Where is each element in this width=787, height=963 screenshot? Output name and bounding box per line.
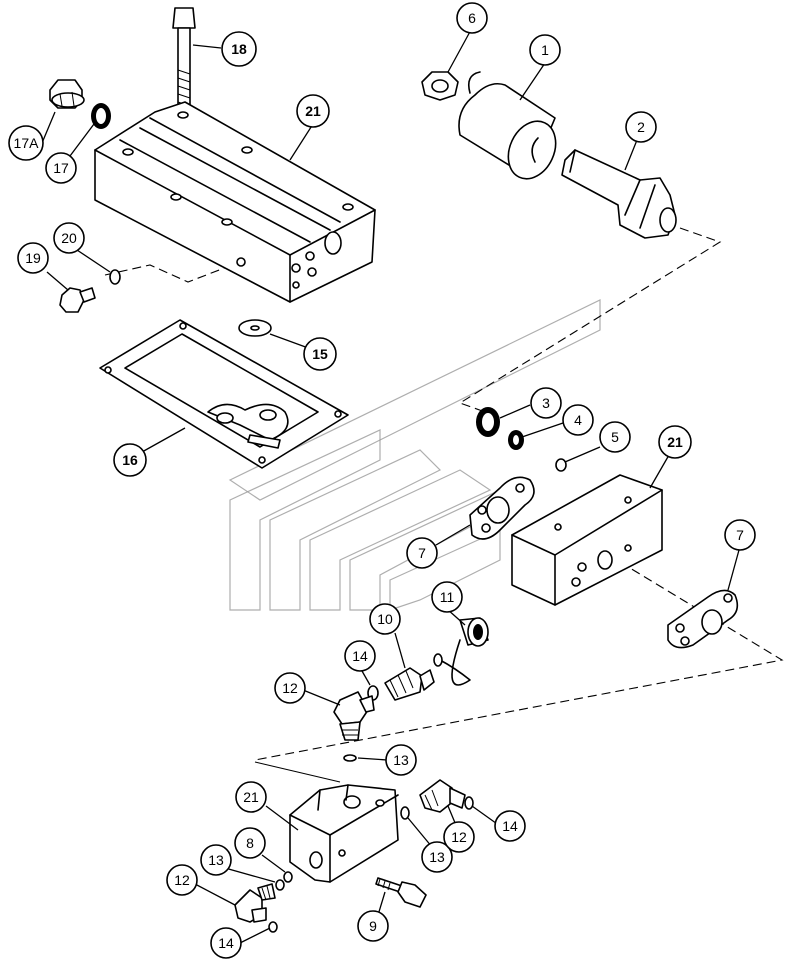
callout-label: 17 (53, 160, 69, 176)
callout-17[interactable]: 17 (45, 152, 77, 184)
o-ring-20 (109, 269, 121, 285)
callout-18[interactable]: 18 (221, 31, 257, 67)
o-ring-13-left (275, 879, 285, 891)
plug-17a (49, 79, 85, 109)
callout-label: 19 (25, 250, 41, 266)
callout-label: 21 (243, 789, 259, 805)
callout-12-right[interactable]: 12 (443, 821, 475, 853)
callout-7-right[interactable]: 7 (724, 519, 756, 551)
seal-ring-17 (91, 103, 111, 129)
callout-label: 13 (208, 852, 224, 868)
callout-label: 4 (574, 412, 582, 428)
valve-block-middle (511, 474, 663, 606)
callout-3[interactable]: 3 (530, 387, 562, 419)
callout-13-top[interactable]: 13 (385, 744, 417, 776)
callout-label: 5 (611, 429, 619, 445)
callout-14-right[interactable]: 14 (494, 810, 526, 842)
callout-label: 21 (305, 103, 321, 119)
valve-block-bottom (289, 784, 399, 883)
assembly-lines (104, 227, 784, 783)
nut-6 (421, 71, 459, 101)
callout-label: 13 (429, 849, 445, 865)
callout-label: 20 (61, 230, 77, 246)
callout-label: 9 (369, 918, 377, 934)
callout-label: 10 (377, 611, 393, 627)
callout-label: 21 (667, 434, 683, 450)
callout-label: 2 (637, 119, 645, 135)
callout-13-left[interactable]: 13 (200, 844, 232, 876)
callout-label: 6 (468, 10, 476, 26)
callout-21-middle[interactable]: 21 (658, 425, 692, 459)
callout-10[interactable]: 10 (369, 603, 401, 635)
bolt-18 (172, 7, 196, 119)
callout-19[interactable]: 19 (17, 242, 49, 274)
gasket-16 (99, 319, 349, 469)
callout-20[interactable]: 20 (53, 222, 85, 254)
o-ring-14-right (464, 796, 474, 810)
callout-label: 7 (736, 527, 744, 543)
washer-15 (238, 319, 272, 337)
callout-14-bottom[interactable]: 14 (210, 927, 242, 959)
callout-label: 14 (352, 648, 368, 664)
callout-17a[interactable]: 17A (8, 125, 44, 161)
elbow-fitting-12-top (333, 691, 375, 741)
flange-gasket-7-right (667, 589, 739, 649)
callout-14-top[interactable]: 14 (344, 640, 376, 672)
callout-label: 12 (174, 872, 190, 888)
bolt-9 (375, 877, 427, 908)
callout-15[interactable]: 15 (303, 337, 337, 371)
flange-gasket-7-left (469, 476, 535, 540)
callout-2[interactable]: 2 (625, 111, 657, 143)
plug-19 (59, 287, 96, 313)
callout-label: 16 (122, 452, 138, 468)
callout-6[interactable]: 6 (456, 2, 488, 34)
callout-5[interactable]: 5 (599, 421, 631, 453)
callout-label: 11 (440, 589, 455, 605)
valve-cartridge-2 (561, 149, 677, 239)
callout-9[interactable]: 9 (357, 910, 389, 942)
callouts: 18 6 1 17A 17 21 2 20 19 15 16 3 4 5 21 … (8, 2, 756, 959)
callout-1[interactable]: 1 (529, 34, 561, 66)
callout-label: 3 (542, 395, 550, 411)
o-ring-13-top (343, 754, 357, 762)
o-ring-13-right (400, 806, 410, 820)
callout-label: 14 (502, 818, 518, 834)
callout-label: 13 (393, 752, 409, 768)
dust-cap-11 (433, 617, 489, 686)
callout-12-bottom[interactable]: 12 (166, 864, 198, 896)
callout-16[interactable]: 16 (113, 443, 147, 477)
seal-3 (476, 407, 500, 437)
callout-12-top[interactable]: 12 (274, 672, 306, 704)
callout-label: 12 (282, 680, 298, 696)
callout-label: 17A (14, 135, 40, 151)
callout-label: 1 (541, 42, 549, 58)
callout-label: 7 (418, 545, 426, 561)
o-ring-8 (283, 871, 293, 883)
callout-label: 15 (312, 346, 328, 362)
callout-8[interactable]: 8 (234, 827, 266, 859)
callout-4[interactable]: 4 (562, 404, 594, 436)
elbow-fitting-12-bottom (234, 883, 276, 923)
callout-label: 14 (218, 935, 234, 951)
o-ring-5 (555, 458, 567, 472)
o-ring-14-bottom (268, 921, 278, 933)
callout-13-right[interactable]: 13 (421, 841, 453, 873)
callout-21-top[interactable]: 21 (296, 94, 330, 128)
callout-11[interactable]: 11 (431, 581, 463, 613)
callout-7-left[interactable]: 7 (406, 537, 438, 569)
elbow-fitting-12-right (419, 779, 466, 813)
callout-label: 12 (451, 829, 467, 845)
seal-4 (508, 430, 524, 450)
valve-block-top (94, 101, 376, 303)
solenoid-coil-1 (458, 71, 557, 180)
callout-label: 18 (231, 41, 247, 57)
callout-21-bottom[interactable]: 21 (235, 781, 267, 813)
fitting-10 (384, 667, 435, 701)
callout-label: 8 (246, 835, 254, 851)
